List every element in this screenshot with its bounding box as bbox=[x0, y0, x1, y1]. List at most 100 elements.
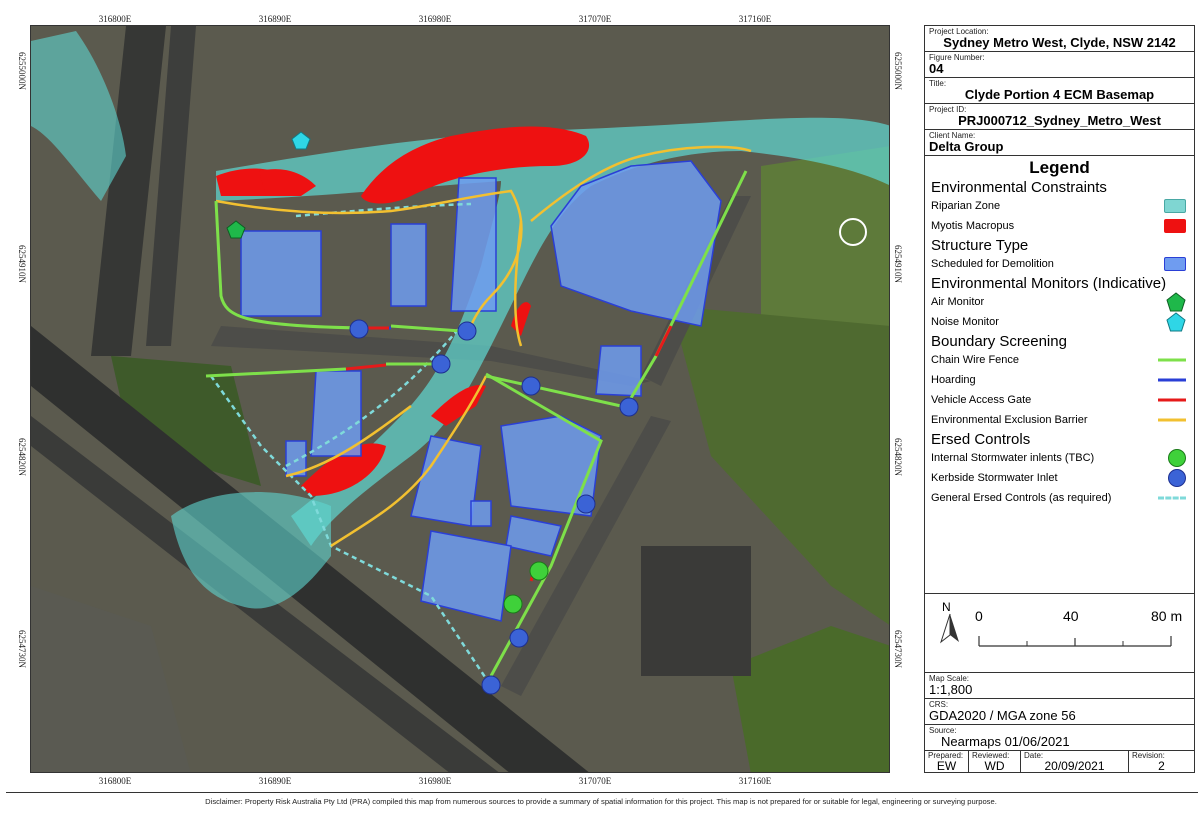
y-coord-label: 6255000N bbox=[17, 52, 27, 90]
internal-stormwater-inlets bbox=[503, 561, 549, 614]
urban-area bbox=[31, 586, 191, 772]
legend-item-general-ersed: General Ersed Controls (as required) bbox=[925, 488, 1194, 508]
building[interactable] bbox=[240, 230, 322, 317]
kerbside-stormwater-inlet[interactable] bbox=[521, 376, 541, 396]
project-id-box: Project ID: PRJ000712_Sydney_Metro_West bbox=[925, 104, 1194, 130]
pentagon-icon bbox=[1166, 292, 1186, 312]
map-info-panel: Project Location: Sydney Metro West, Cly… bbox=[924, 25, 1195, 773]
dashed-line-swatch bbox=[1158, 496, 1186, 500]
building[interactable] bbox=[420, 530, 512, 622]
general-ersed-controls bbox=[209, 375, 493, 687]
revision-number: 2 bbox=[1158, 759, 1165, 773]
building[interactable] bbox=[505, 515, 562, 557]
environmental-exclusion-barrier bbox=[330, 375, 488, 548]
circle-icon bbox=[1168, 449, 1186, 467]
kerbside-stormwater-inlet[interactable] bbox=[481, 675, 501, 695]
x-coord-label: 316980E bbox=[418, 776, 452, 786]
myotis-macropus-swatch bbox=[1164, 219, 1186, 233]
internal-stormwater-inlet[interactable] bbox=[529, 561, 549, 581]
local-road bbox=[501, 416, 671, 696]
map-frame[interactable] bbox=[30, 25, 890, 773]
project-location-label: Project Location: bbox=[929, 27, 989, 36]
crs-box: CRS: GDA2020 / MGA zone 56 bbox=[925, 699, 1194, 725]
x-coord-label: 316890E bbox=[258, 14, 292, 24]
environmental-exclusion-barrier bbox=[530, 145, 752, 222]
aerial-map[interactable] bbox=[31, 26, 890, 773]
vegetation bbox=[671, 306, 889, 625]
y-coord-label: 6254820N bbox=[17, 438, 27, 476]
pentagon-icon bbox=[1166, 312, 1186, 332]
figure-number-label: Figure Number: bbox=[929, 53, 985, 62]
demolition-buildings bbox=[240, 160, 722, 622]
building[interactable] bbox=[470, 500, 492, 527]
air-monitor[interactable] bbox=[226, 220, 246, 239]
prepared-cell: Prepared: EW bbox=[925, 751, 969, 773]
map-scale-box: Map Scale: 1:1,800 bbox=[925, 673, 1194, 699]
crs-value: GDA2020 / MGA zone 56 bbox=[929, 708, 1076, 723]
kerbside-stormwater-inlet[interactable] bbox=[619, 397, 639, 417]
legend-group-environmental-monitors: Environmental Monitors (Indicative) bbox=[931, 275, 1167, 292]
helipad-marking bbox=[839, 218, 867, 246]
vegetation bbox=[731, 626, 889, 772]
kerbside-stormwater-inlet[interactable] bbox=[576, 494, 596, 514]
crs-label: CRS: bbox=[929, 700, 949, 709]
general-ersed-controls bbox=[285, 325, 462, 468]
legend-group-boundary-screening: Boundary Screening bbox=[931, 333, 1067, 350]
y-coord-label: 6254730N bbox=[17, 630, 27, 668]
grass-field bbox=[761, 146, 889, 356]
x-coord-label: 317070E bbox=[578, 776, 612, 786]
map-scale-value: 1:1,800 bbox=[929, 682, 973, 697]
kerbside-stormwater-inlet[interactable] bbox=[431, 354, 451, 374]
project-id-label: Project ID: bbox=[929, 105, 967, 114]
building[interactable] bbox=[310, 370, 362, 457]
disclaimer-text: Disclaimer: Property Risk Australia Pty … bbox=[205, 797, 997, 806]
myotis-macropus-area[interactable] bbox=[301, 443, 386, 496]
scale-tick-label: 80 m bbox=[1151, 608, 1183, 624]
myotis-macropus-area[interactable] bbox=[361, 126, 590, 204]
project-id: PRJ000712_Sydney_Metro_West bbox=[958, 113, 1161, 128]
x-coord-label: 316800E bbox=[98, 776, 132, 786]
building[interactable] bbox=[595, 345, 642, 397]
vehicle-access-gate-swatch bbox=[1158, 398, 1186, 402]
x-coord-label: 317160E bbox=[738, 776, 772, 786]
building[interactable] bbox=[500, 415, 602, 517]
legend-item-air-monitor: Air Monitor bbox=[925, 292, 1194, 312]
x-coord-label: 317160E bbox=[738, 14, 772, 24]
myotis-macropus-area[interactable] bbox=[259, 169, 316, 196]
legend-item-noise-monitor: Noise Monitor bbox=[925, 312, 1194, 332]
x-coord-label: 317070E bbox=[578, 14, 612, 24]
building[interactable] bbox=[550, 160, 722, 327]
vegetation bbox=[111, 356, 261, 486]
riparian-zone[interactable] bbox=[171, 492, 331, 609]
y-coord-label: 6255000N bbox=[893, 52, 903, 90]
map-date: 20/09/2021 bbox=[1044, 759, 1105, 773]
client-name-label: Client Name: bbox=[929, 131, 976, 140]
riparian-zone[interactable] bbox=[31, 31, 126, 201]
legend-item-chain-wire-fence: Chain Wire Fence bbox=[925, 350, 1194, 370]
kerbside-stormwater-inlet[interactable] bbox=[457, 321, 477, 341]
riparian-zone[interactable] bbox=[216, 117, 890, 546]
building[interactable] bbox=[390, 223, 427, 307]
myotis-macropus-area[interactable] bbox=[431, 385, 486, 426]
riparian-zone-swatch bbox=[1164, 199, 1186, 213]
reviewed-cell: Reviewed: WD bbox=[969, 751, 1021, 773]
internal-stormwater-inlet[interactable] bbox=[503, 594, 523, 614]
kerbside-stormwater-inlet[interactable] bbox=[509, 628, 529, 648]
building[interactable] bbox=[450, 177, 497, 312]
source-box: Source: Nearmaps 01/06/2021 bbox=[925, 725, 1194, 750]
figure-number-box: Figure Number: 04 bbox=[925, 52, 1194, 78]
kerbside-stormwater-inlet[interactable] bbox=[349, 319, 369, 339]
legend-group-structure-type: Structure Type bbox=[931, 237, 1029, 254]
client-name: Delta Group bbox=[929, 139, 1004, 154]
legend-group-ersed-controls: Ersed Controls bbox=[931, 431, 1031, 448]
noise-monitor[interactable] bbox=[291, 131, 311, 150]
legend-item-hoarding: Hoarding bbox=[925, 370, 1194, 390]
chain-wire-fence bbox=[205, 170, 748, 677]
x-coord-label: 316800E bbox=[98, 14, 132, 24]
figure-number: 04 bbox=[929, 61, 944, 76]
circle-icon bbox=[1168, 469, 1186, 487]
source-label: Source: bbox=[929, 726, 957, 735]
y-coord-label: 6254910N bbox=[17, 245, 27, 283]
building[interactable] bbox=[285, 440, 307, 477]
legend-item-kerbside-stormwater: Kerbside Stormwater Inlet bbox=[925, 468, 1194, 488]
